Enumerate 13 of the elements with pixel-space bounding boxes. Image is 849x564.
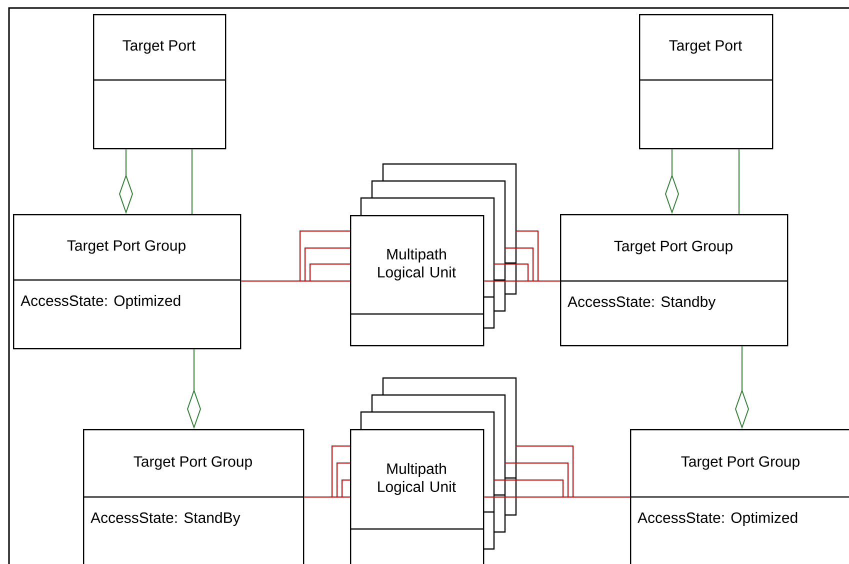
connector-line bbox=[304, 446, 350, 498]
association-line bbox=[738, 148, 740, 214]
connector-line bbox=[484, 230, 560, 282]
connector-line bbox=[484, 446, 630, 498]
connector-line bbox=[240, 230, 350, 282]
class-box: Target Port Group AccessState: Optimized bbox=[13, 214, 242, 350]
class-box: Target Port bbox=[639, 14, 774, 150]
class-box: Multipath Logical Unit bbox=[350, 215, 484, 346]
class-box: Multipath Logical Unit bbox=[350, 428, 484, 564]
class-box: Target Port Group AccessState: Standby bbox=[560, 214, 788, 346]
class-box: Target Port bbox=[93, 14, 226, 150]
class-box: Target Port Group AccessState: StandBy bbox=[83, 428, 304, 564]
class-box: Target Port Group AccessState: Optimized bbox=[630, 428, 849, 564]
